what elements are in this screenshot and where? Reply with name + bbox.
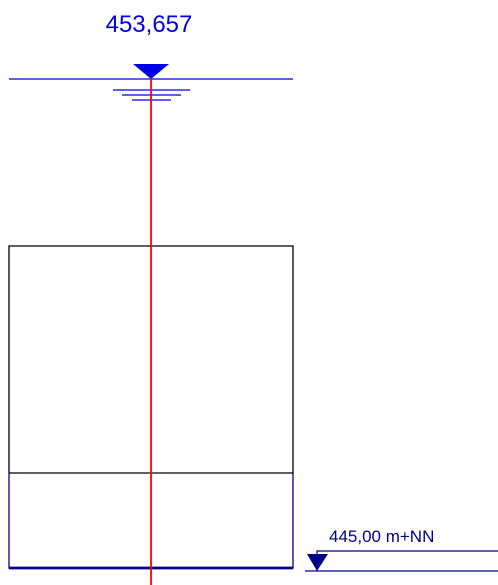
ground-level-bracket: [316, 550, 498, 571]
water-level-label: 453,657: [106, 11, 193, 38]
ground-level-triangle-icon: [307, 554, 328, 571]
ground-level-marker: 445,00 m+NN: [305, 527, 498, 572]
water-level-marker: 453,657: [9, 11, 293, 101]
ground-level-label: 445,00 m+NN: [329, 527, 434, 546]
water-level-triangle-icon: [133, 64, 169, 79]
